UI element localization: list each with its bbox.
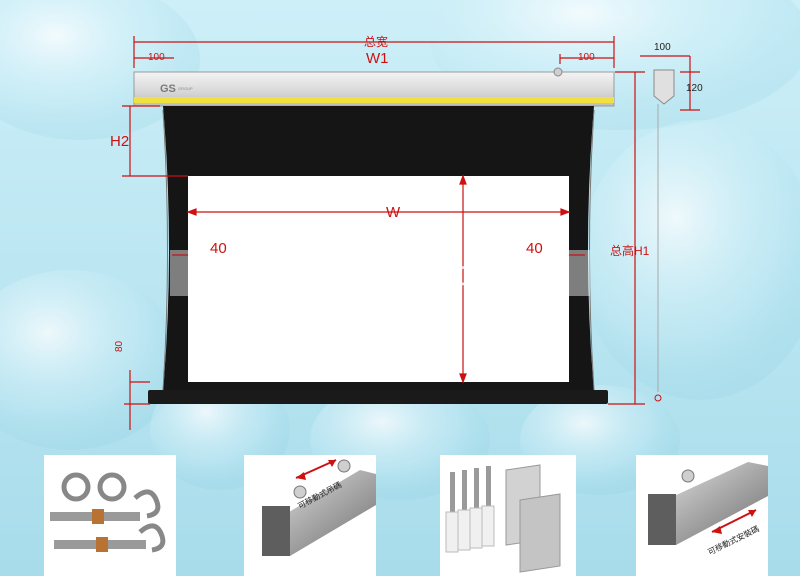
viewing-area xyxy=(188,176,569,382)
h2-label: H2 xyxy=(110,133,130,150)
total-height-label: 总高H1 xyxy=(610,244,650,258)
bottom-margin-label: 80 xyxy=(114,340,125,352)
left-border-label: 40 xyxy=(210,240,227,257)
watermark: trade.china.cn xyxy=(278,254,491,293)
total-width-label: 总宽 xyxy=(364,35,389,49)
watermark-band xyxy=(170,250,590,296)
ceiling-bracket xyxy=(653,69,675,105)
housing-stripe xyxy=(134,97,614,103)
hanging-hook xyxy=(553,67,563,77)
dimension-lines xyxy=(122,36,700,430)
cable-end xyxy=(654,394,662,402)
bubble xyxy=(0,270,180,450)
bracket-height-label: 120 xyxy=(686,83,703,94)
thumbnail-bolts xyxy=(44,455,176,576)
tension-cords xyxy=(162,109,595,391)
right-border-label: 40 xyxy=(526,240,543,257)
bottom-bar xyxy=(148,390,608,404)
w-label: W xyxy=(386,204,401,221)
thumbnail-mounting-bracket xyxy=(636,455,768,576)
right-offset-label: 100 xyxy=(578,52,595,63)
brand-logo-sub: GROUP xyxy=(178,86,193,91)
thumbnail-screws xyxy=(440,455,576,576)
w1-label: W1 xyxy=(366,50,389,67)
bracket-width-label: 100 xyxy=(654,42,671,53)
brand-logo: GS xyxy=(160,83,176,95)
left-offset-label: 100 xyxy=(148,52,165,63)
thumbnail-hanging-bracket xyxy=(244,455,376,576)
